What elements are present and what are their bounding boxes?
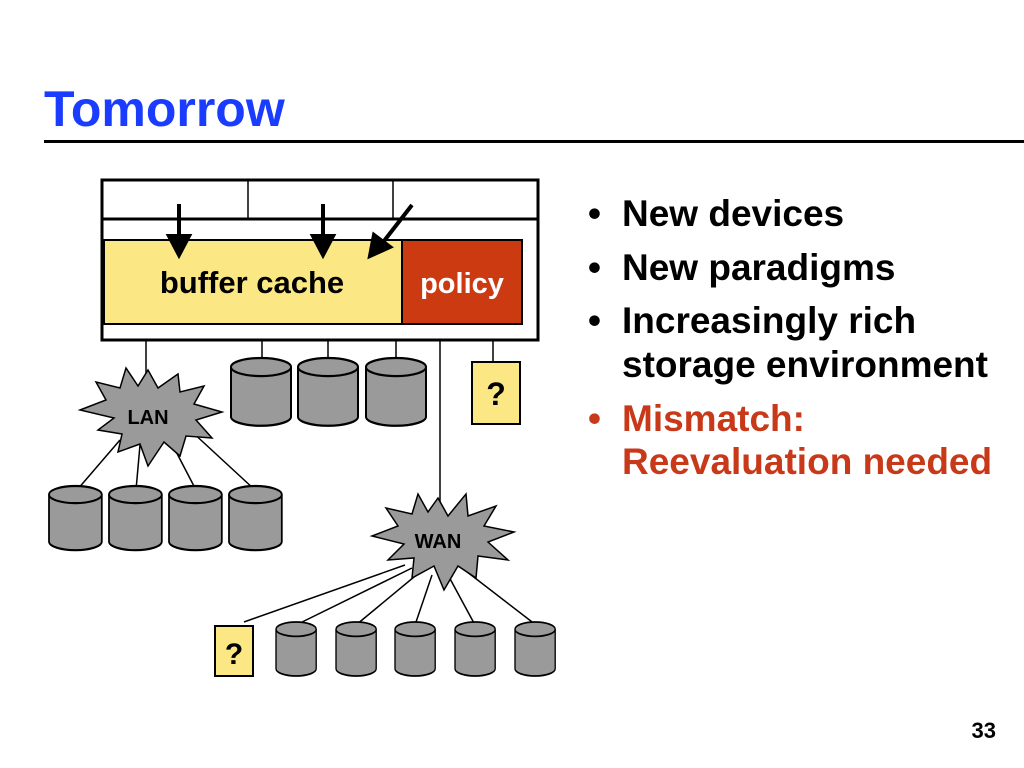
request-arrows [165, 203, 414, 260]
buffer-cache-label: buffer cache [160, 265, 344, 300]
bullet-text: Increasingly rich storage environment [622, 300, 988, 385]
wan-disk-2 [335, 621, 378, 677]
bullet-item: • New devices [584, 192, 1004, 236]
lan-disk-3 [167, 484, 223, 552]
buffer-cache: buffer cache [103, 239, 403, 325]
policy-label: policy [420, 268, 504, 300]
lan-disk-4 [227, 484, 283, 552]
bullet-list: • New devices • New paradigms • Increasingl… [584, 192, 1004, 494]
host-disk-1 [229, 356, 293, 427]
lan-disk-2 [107, 484, 163, 552]
bullet-text: Mismatch: Reevaluation needed [622, 397, 993, 483]
host-disk-2 [296, 356, 360, 427]
page-number: 33 [971, 718, 996, 743]
bullet-item: • New paradigms [584, 246, 1004, 290]
host-disk-3 [364, 356, 428, 427]
bullet-dot: • [588, 193, 601, 234]
wan-cloud: WAN [369, 492, 517, 592]
bullet-dot: • [588, 397, 601, 439]
policy-box: policy [401, 239, 523, 325]
wan-disk-3 [394, 621, 437, 677]
unknown-device-wan-label: ? [225, 638, 243, 671]
wan-disk-5 [514, 621, 557, 677]
wan-label: WAN [415, 531, 462, 553]
lan-cloud: LAN [77, 366, 225, 468]
unknown-device-host: ? [471, 361, 521, 425]
bullet-text: New paradigms [622, 246, 896, 288]
bullet-text: New devices [622, 193, 845, 234]
bullet-dot: • [588, 246, 601, 288]
slide-title: Tomorrow [44, 81, 285, 137]
lan-disk-1 [47, 484, 103, 552]
bullet-item: • Increasingly rich storage environment [584, 299, 1004, 386]
unknown-device-wan: ? [214, 625, 254, 677]
wan-disk-4 [454, 621, 497, 677]
wan-disk-1 [275, 621, 318, 677]
title-divider [44, 140, 1024, 143]
bullet-dot: • [588, 300, 601, 342]
unknown-device-host-label: ? [486, 376, 506, 412]
bullet-item-accent: • Mismatch: Reevaluation needed [584, 397, 1004, 484]
lan-label: LAN [127, 407, 168, 429]
